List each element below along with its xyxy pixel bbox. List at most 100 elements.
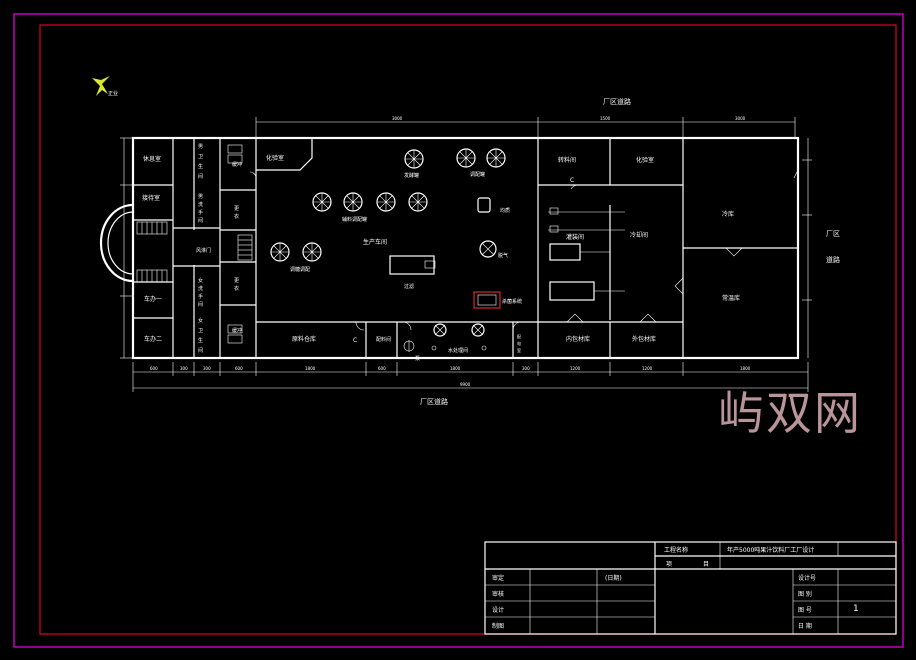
svg-text:均质: 均质 <box>500 207 510 214</box>
dimension-bottom: 600 300 300 600 1800 600 1800 300 1200 1… <box>132 362 809 392</box>
room-lab-left: 化验室 <box>266 154 284 162</box>
drawing-border <box>39 24 897 635</box>
svg-text:杀菌系统: 杀菌系统 <box>502 298 522 305</box>
svg-text:调配罐: 调配罐 <box>470 171 485 178</box>
svg-text:缓冲: 缓冲 <box>232 327 242 334</box>
svg-text:男: 男 <box>198 144 203 150</box>
road-right-label-2: 道路 <box>826 255 840 264</box>
tank-aux-2 <box>343 192 363 212</box>
room-filling: 灌装间 <box>566 233 584 241</box>
title-block: 工程名称 年产5000吨果汁饮料厂工厂设计 项 目 审定 审核 设计 制图 (日… <box>484 541 897 635</box>
room-outer-pack: 外包材库 <box>632 335 656 343</box>
tank-sugar-2 <box>302 242 322 262</box>
svg-text:手: 手 <box>198 209 203 216</box>
dimension-right <box>802 138 812 358</box>
logo-text: 正业 <box>108 90 118 97</box>
dimension-left <box>120 137 133 359</box>
svg-text:1500: 1500 <box>600 116 611 121</box>
svg-text:600: 600 <box>235 366 243 371</box>
room-lab-right: 化验室 <box>636 156 654 164</box>
svg-text:间: 间 <box>198 173 203 180</box>
room-transfer: 转料间 <box>558 156 576 164</box>
svg-text:脱气: 脱气 <box>498 252 508 259</box>
svg-text:图 号: 图 号 <box>798 607 812 614</box>
svg-text:9900: 9900 <box>460 382 471 387</box>
room-office2: 车办二 <box>144 335 162 343</box>
entrance-porch <box>99 203 134 283</box>
svg-text:卫: 卫 <box>198 328 203 334</box>
svg-text:300: 300 <box>203 366 211 371</box>
svg-text:C: C <box>353 337 357 344</box>
room-airlock: 风淋门 <box>196 247 211 254</box>
svg-text:1800: 1800 <box>305 366 316 371</box>
room-production: 生产车间 <box>363 238 387 246</box>
svg-text:C: C <box>570 177 574 184</box>
tank-blend-2 <box>486 148 506 168</box>
room-normal-store: 常温库 <box>722 294 740 302</box>
svg-text:设计: 设计 <box>492 606 504 614</box>
room-water-treat: 水处理间 <box>448 347 468 354</box>
logo-icon: 正业 <box>92 76 118 97</box>
road-right-label-1: 厂区 <box>826 230 840 238</box>
water-unit-1 <box>433 323 447 337</box>
svg-text:洗: 洗 <box>198 201 203 208</box>
svg-text:设计号: 设计号 <box>798 574 816 582</box>
tanks <box>270 148 625 352</box>
room-cooling: 冷却间 <box>630 231 648 239</box>
road-bottom-label: 厂区道路 <box>420 397 448 406</box>
svg-text:项: 项 <box>666 561 672 568</box>
svg-text:(日期): (日期) <box>605 574 622 582</box>
svg-text:300: 300 <box>180 366 188 371</box>
tank-sugar-1 <box>270 242 290 262</box>
room-cold-store: 冷库 <box>722 210 734 218</box>
room-pump: 泵 <box>415 356 420 362</box>
equipment-labels: 发酵罐 调配罐 辅料调配罐 调糖调配 均质 脱气 过滤 杀菌系统 <box>290 171 522 305</box>
svg-text:过滤: 过滤 <box>404 283 414 290</box>
svg-text:图 别: 图 别 <box>798 590 812 598</box>
stairs <box>136 144 253 344</box>
svg-text:生: 生 <box>198 163 203 170</box>
dimension-top: 3000 1500 3000 <box>255 116 796 137</box>
room-mixing: 配料间 <box>376 336 391 343</box>
svg-text:衣: 衣 <box>234 213 239 220</box>
svg-text:调糖调配: 调糖调配 <box>290 266 310 273</box>
svg-text:配: 配 <box>517 334 521 339</box>
watermark-text: 屿双网 <box>718 386 862 440</box>
svg-text:3000: 3000 <box>392 116 403 121</box>
tank-aux-4 <box>408 192 428 212</box>
svg-text:1200: 1200 <box>642 366 653 371</box>
svg-text:女: 女 <box>198 317 203 324</box>
svg-text:审核: 审核 <box>492 590 504 598</box>
svg-text:间: 间 <box>198 217 203 224</box>
svg-text:电: 电 <box>517 340 521 346</box>
svg-text:目: 目 <box>703 561 709 568</box>
title-project-value: 年产5000吨果汁饮料厂工厂设计 <box>727 546 814 554</box>
svg-text:室: 室 <box>517 347 521 353</box>
svg-text:卫: 卫 <box>198 154 203 160</box>
svg-text:间: 间 <box>198 347 203 354</box>
room-lounge: 休息室 <box>143 155 161 163</box>
water-unit-2 <box>471 323 485 337</box>
room-inner-pack: 内包材库 <box>566 335 590 343</box>
svg-text:洗: 洗 <box>198 285 203 292</box>
svg-text:辅料调配罐: 辅料调配罐 <box>342 216 367 223</box>
svg-text:300: 300 <box>522 366 530 371</box>
tank-blend-1 <box>456 148 476 168</box>
svg-text:发酵罐: 发酵罐 <box>404 172 419 179</box>
svg-text:1800: 1800 <box>450 366 461 371</box>
svg-text:审定: 审定 <box>492 574 504 582</box>
svg-text:更: 更 <box>234 278 239 284</box>
room-labels: 休息室 接待室 车办一 车办二 风淋门 男 卫 生 间 男 洗 手 间 女 洗 … <box>142 144 740 362</box>
svg-text:缓冲: 缓冲 <box>232 161 242 168</box>
title-project-label: 工程名称 <box>664 546 688 554</box>
outer-frame <box>13 13 904 648</box>
svg-text:600: 600 <box>150 366 158 371</box>
svg-text:1: 1 <box>853 604 859 614</box>
tank-aux-3 <box>376 192 396 212</box>
svg-text:女: 女 <box>198 277 203 284</box>
road-top-label: 厂区道路 <box>603 97 631 106</box>
svg-text:手: 手 <box>198 293 203 300</box>
tank-aux-1 <box>312 192 332 212</box>
svg-text:3000: 3000 <box>735 116 746 121</box>
